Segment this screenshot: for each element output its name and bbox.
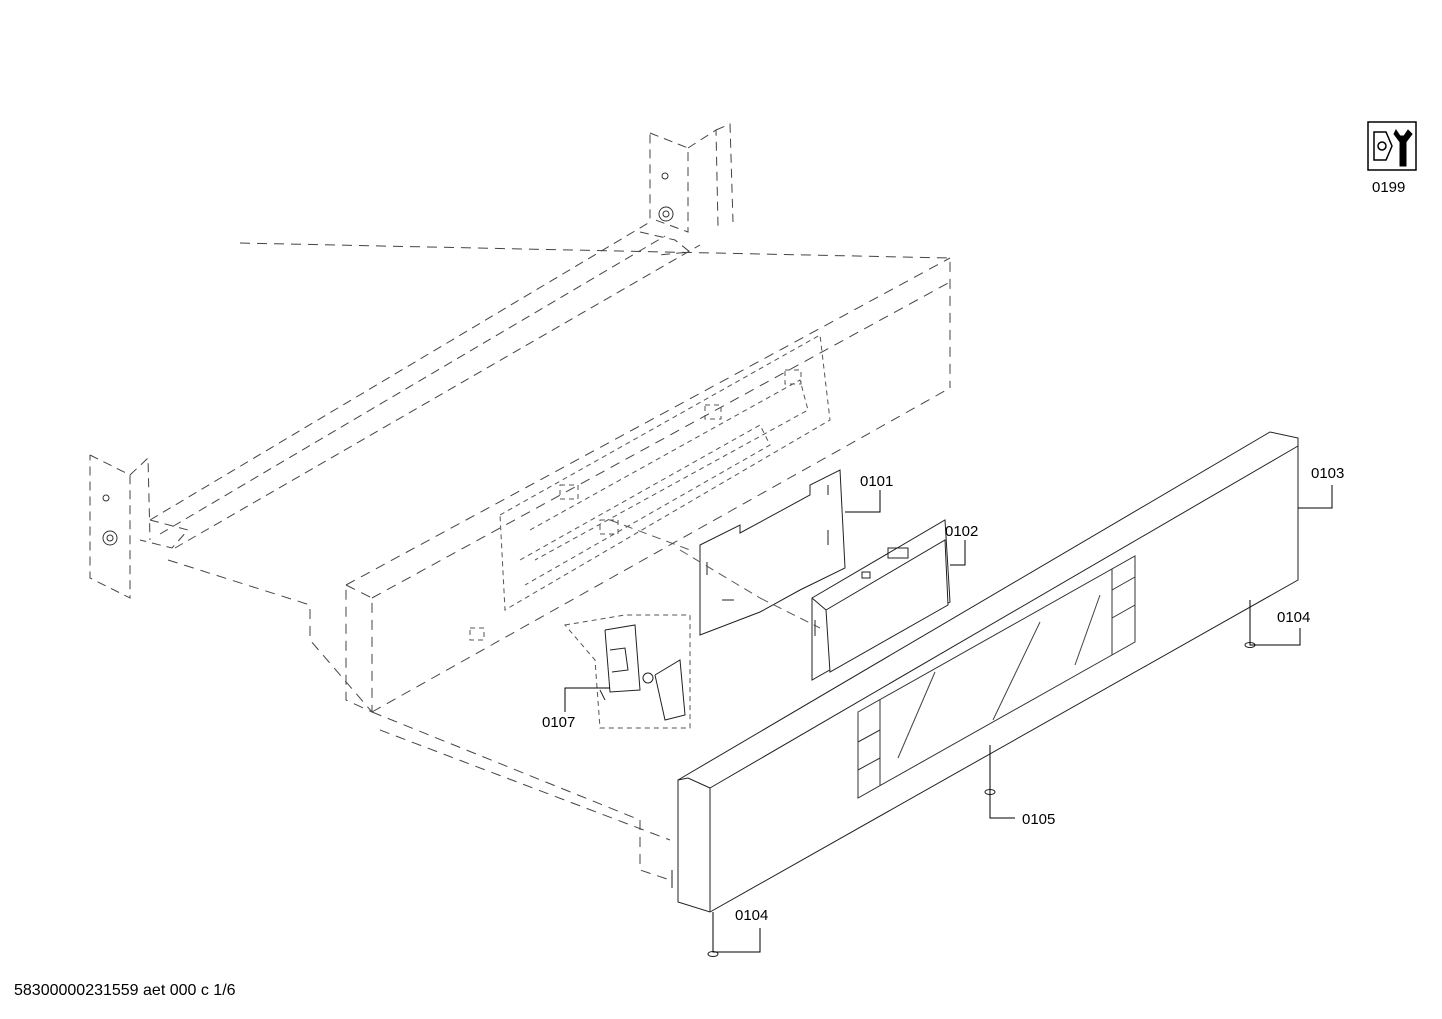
callout-0199: 0199 [1372, 179, 1406, 196]
callout-0104-bottom: 0104 [735, 907, 769, 924]
screws [707, 633, 1256, 957]
leader-lines [564, 485, 1333, 953]
callout-0102: 0102 [945, 523, 979, 540]
part-0101-plate [699, 469, 846, 636]
callout-0103: 0103 [1311, 465, 1345, 482]
document-code: 58300000231559 aet 000 c 1/6 [14, 982, 236, 999]
callout-0105: 0105 [1022, 811, 1056, 828]
rear-panel [167, 242, 951, 881]
part-0102-module [811, 519, 951, 681]
callout-0107: 0107 [542, 714, 576, 731]
rail-frame [89, 123, 734, 599]
part-0107-bracket [564, 614, 691, 729]
service-tool-icon [1367, 121, 1417, 171]
part-0103-front-panel [671, 431, 1299, 913]
panel-bracket [469, 334, 831, 641]
callout-0104-right: 0104 [1277, 609, 1311, 626]
callout-0101: 0101 [860, 473, 894, 490]
